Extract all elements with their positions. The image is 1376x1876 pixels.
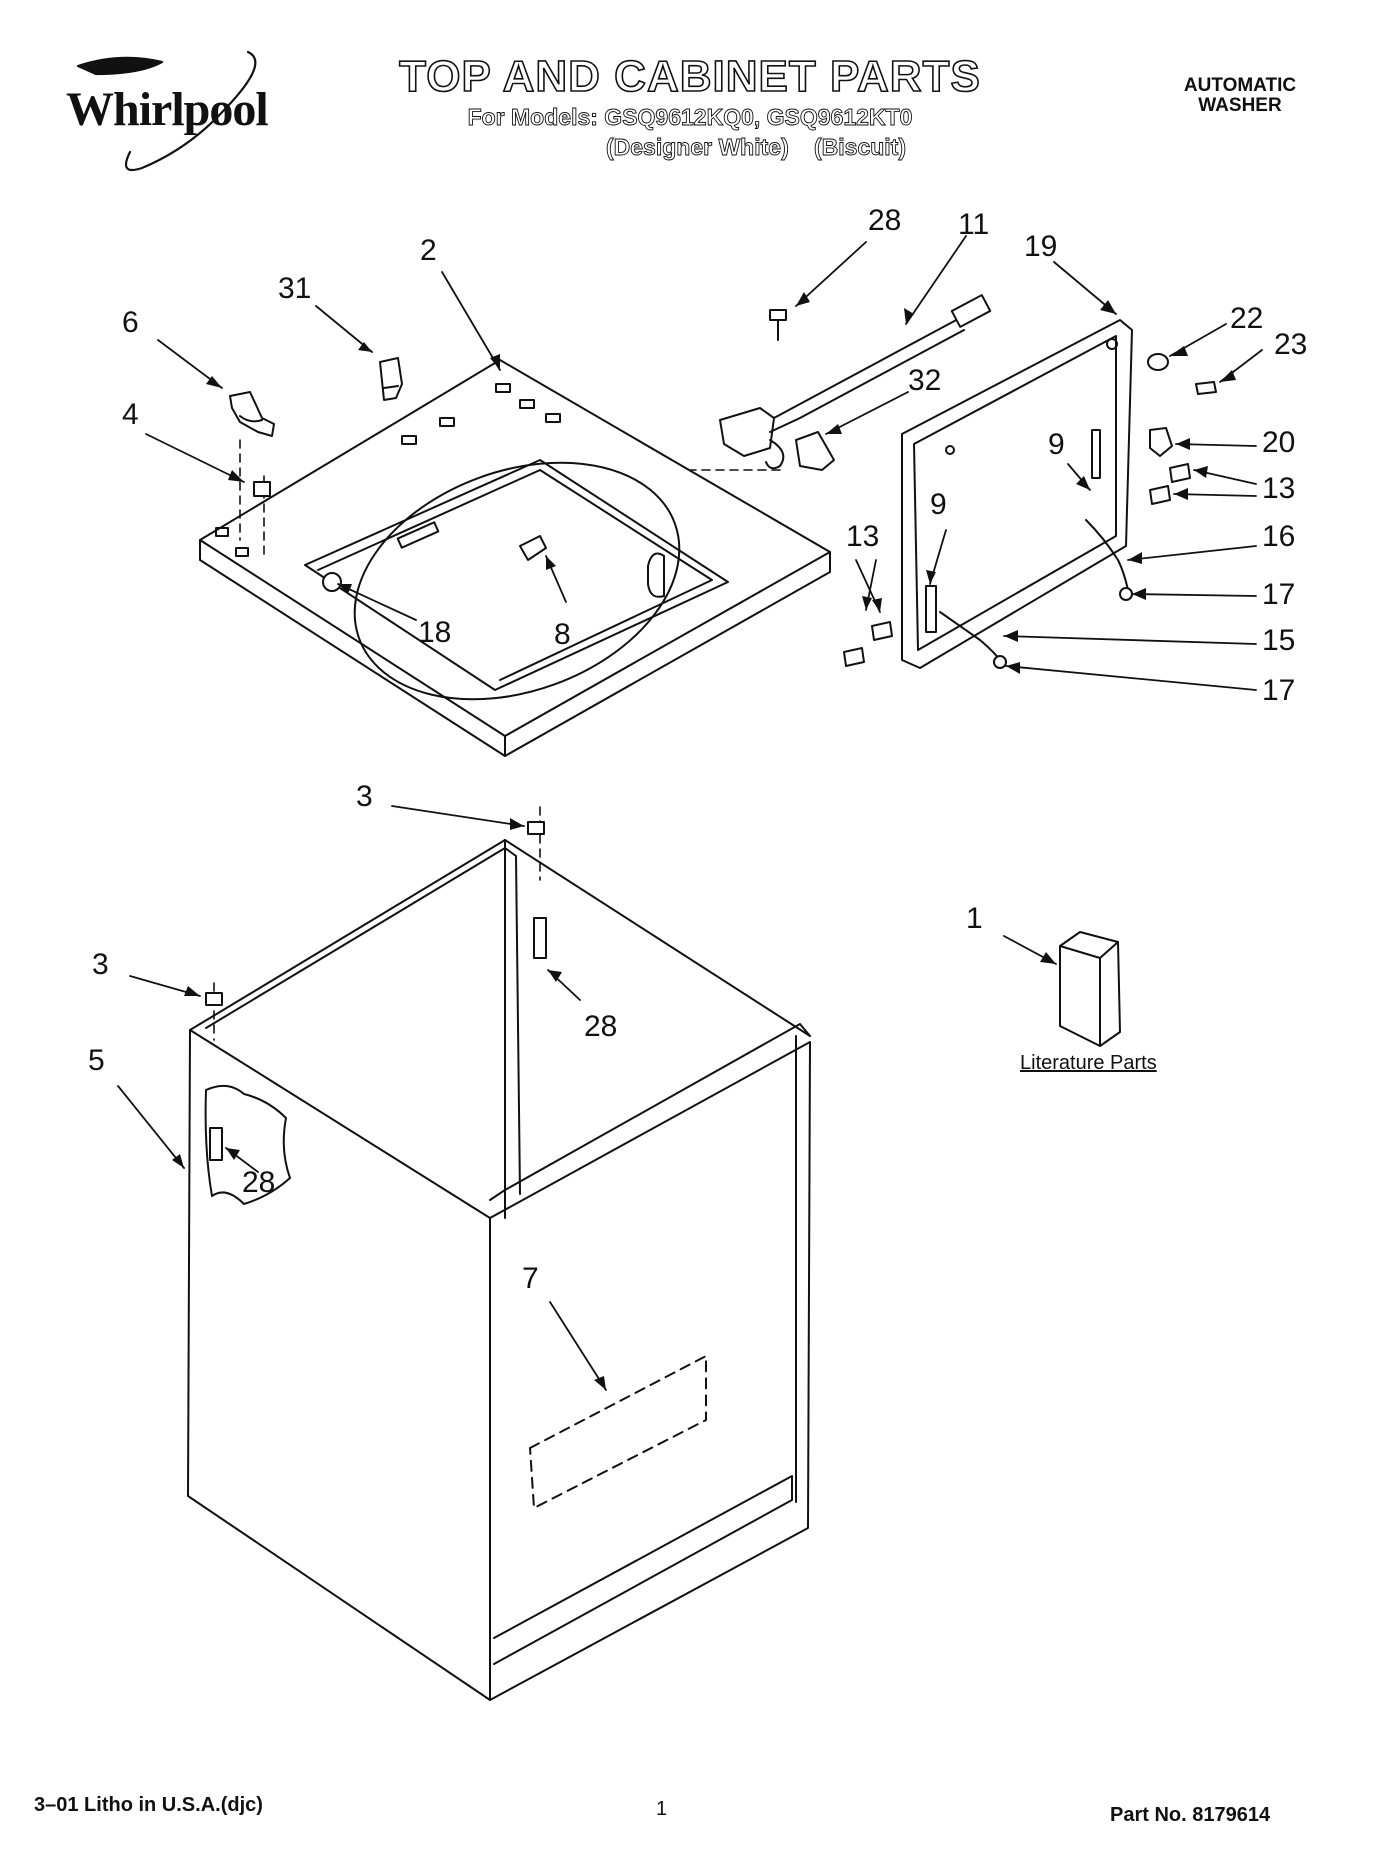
screw-13-d <box>843 647 865 667</box>
literature-booklet <box>1059 931 1121 1047</box>
callout-6: 6 <box>122 306 139 339</box>
variant-biscuit: (Biscuit) <box>814 134 907 161</box>
part-7-label-plate <box>529 1355 707 1509</box>
callout-19: 19 <box>1024 230 1058 263</box>
clip-3-upper <box>527 821 545 835</box>
whirlpool-logo-swirl <box>76 50 257 172</box>
screw-13-a <box>1169 463 1191 483</box>
fitting-18 <box>322 572 342 592</box>
callout-23: 23 <box>1274 328 1308 361</box>
callout-28-cabinet: 28 <box>584 1010 618 1043</box>
page-number: 1 <box>656 1798 668 1820</box>
callout-3-upper: 3 <box>356 780 373 813</box>
callout-4: 4 <box>122 398 139 431</box>
callout-22: 22 <box>1230 302 1264 335</box>
callout-7: 7 <box>522 1262 539 1295</box>
lid-switch-assembly <box>719 294 992 470</box>
callout-8: 8 <box>554 618 571 651</box>
callout-2: 2 <box>420 234 437 267</box>
screw-28-upper <box>769 309 787 341</box>
console-panel <box>901 319 1133 669</box>
part-20-knob <box>1149 427 1173 457</box>
callout-1: 1 <box>966 902 983 935</box>
callout-9-left: 9 <box>930 488 947 521</box>
callout-20: 20 <box>1262 426 1296 459</box>
clip-3-lower <box>205 992 223 1006</box>
callout-13-right: 13 <box>1262 472 1296 505</box>
callout-31: 31 <box>278 272 312 305</box>
callout-32: 32 <box>908 364 942 397</box>
product-line-1: AUTOMATIC <box>1183 75 1297 96</box>
callout-15: 15 <box>1262 624 1296 657</box>
top-panel <box>199 359 831 757</box>
variant-designer-white: (Designer White) <box>606 134 790 161</box>
screw-23 <box>1195 381 1217 395</box>
part-31-bracket <box>379 357 403 401</box>
washer-22 <box>1147 353 1169 371</box>
product-line-2: WASHER <box>1198 95 1282 116</box>
callout-17-lower: 17 <box>1262 674 1296 707</box>
callout-17-upper: 17 <box>1262 578 1296 611</box>
part-4-plate <box>253 481 271 497</box>
callout-13-left: 13 <box>846 520 880 553</box>
callout-16: 16 <box>1262 520 1296 553</box>
cabinet <box>187 839 811 1701</box>
brand-logo-text: Whirlpool <box>66 83 269 136</box>
screw-13-c <box>871 621 893 641</box>
arrowheads <box>172 292 1236 1390</box>
part-number: Part No. 8179614 <box>1110 1804 1271 1826</box>
part-6-clip <box>229 391 275 437</box>
callout-18: 18 <box>418 616 452 649</box>
screw-8 <box>519 535 547 561</box>
screw-13-b <box>1149 485 1171 505</box>
callout-28-top: 28 <box>868 204 902 237</box>
callout-3-lower: 3 <box>92 948 109 981</box>
callout-9-right: 9 <box>1048 428 1065 461</box>
callout-11: 11 <box>958 208 990 241</box>
screw-28-cabinet <box>533 917 547 959</box>
literature-parts-label: Literature Parts <box>1020 1052 1157 1074</box>
product-type: AUTOMATIC WASHER <box>1150 76 1330 116</box>
litho-note: 3–01 Litho in U.S.A.(djc) <box>34 1794 263 1816</box>
cabinet-cutout <box>204 1084 291 1205</box>
models-line: For Models: GSQ9612KQ0, GSQ9612KT0 <box>467 104 913 131</box>
page-title: TOP AND CABINET PARTS <box>398 51 981 102</box>
part-32-actuator <box>795 431 835 471</box>
callout-28-cutout: 28 <box>242 1166 276 1199</box>
callout-5: 5 <box>88 1044 105 1077</box>
screw-28-cutout <box>209 1127 223 1161</box>
